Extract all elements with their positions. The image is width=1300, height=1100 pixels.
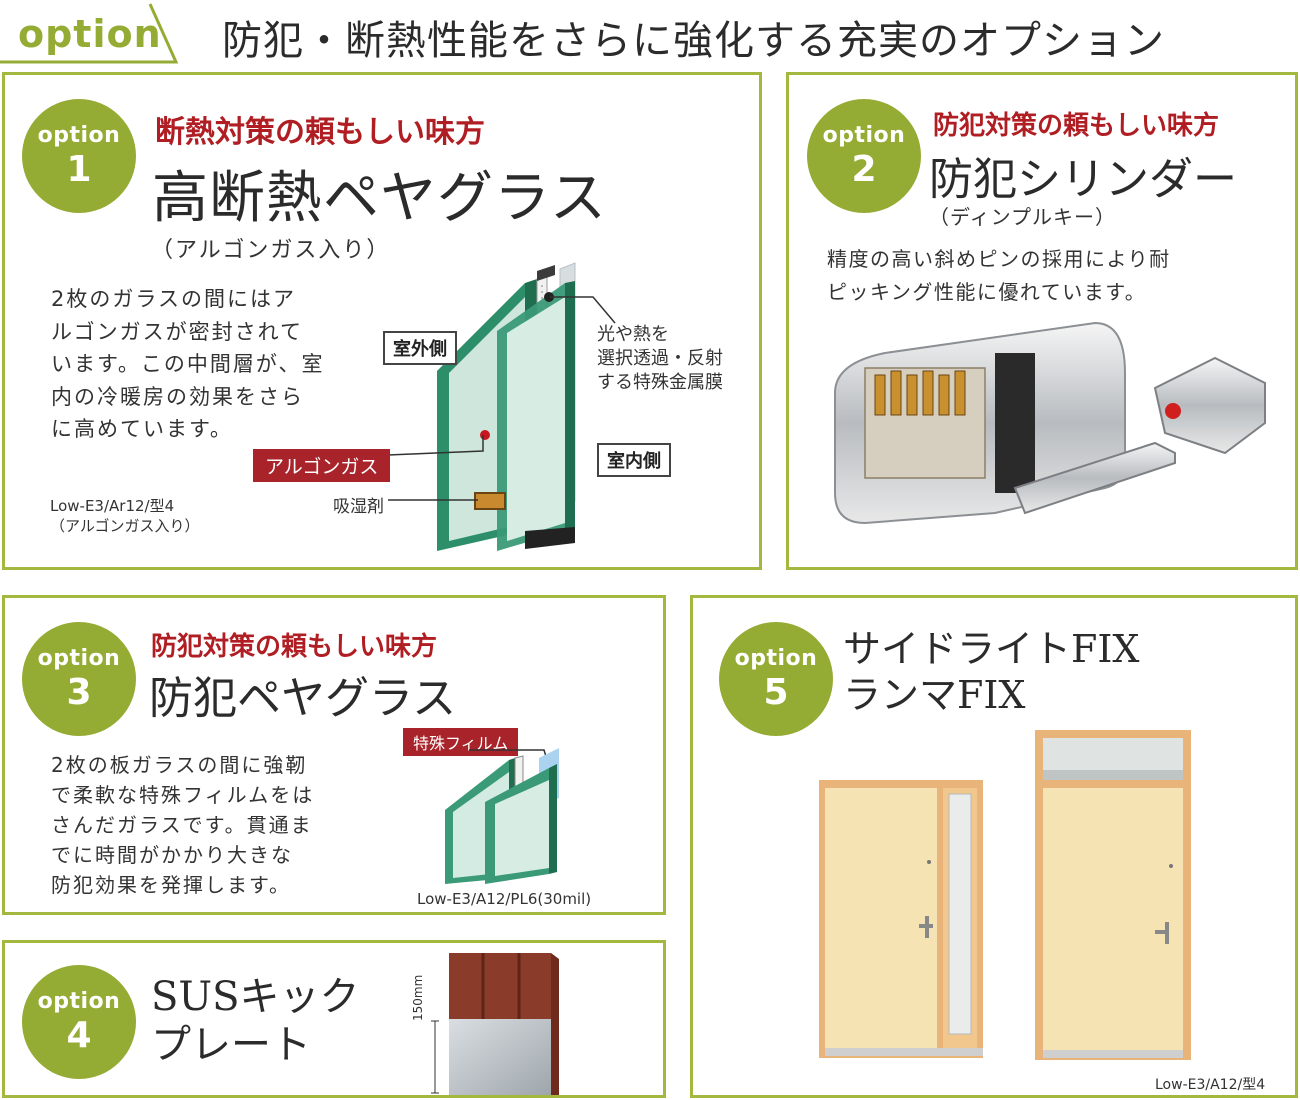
label-desiccant: 吸湿剤: [333, 497, 384, 517]
option-5-spec: Low-E3/A12/型4: [1155, 1077, 1266, 1093]
option-5-badge: option 5: [719, 622, 833, 736]
option-3-description-line: 防犯効果を発揮します。: [51, 873, 291, 897]
option-4-title: SUSキック プレート: [151, 973, 360, 1069]
dimple-key-cylinder-illustration: [834, 321, 1266, 525]
option-5-panel: option 5 サイドライトFIX ランマFIX Low-E3/A12/型4: [690, 595, 1298, 1098]
option-2-description-line: ピッキング性能に優れています。: [827, 280, 1147, 304]
option-3-title: 防犯ペヤグラス: [149, 673, 457, 724]
option-1-badge: option 1: [22, 99, 136, 213]
option-2-panel: option 2 防犯対策の頼もしい味方 防犯シリンダー （ディンプルキー） 精…: [786, 72, 1298, 570]
option-2-description: 精度の高い斜めピンの採用により耐 ピッキング性能に優れています。: [827, 243, 1171, 309]
label-special-film: 特殊フィルム: [403, 728, 519, 756]
option-1-leader-lines: [387, 296, 616, 501]
option-1-paren: （アルゴンガス入り）: [151, 238, 391, 263]
label-outside: 室外側: [383, 331, 457, 365]
option-1-panel: option 1 断熱対策の頼もしい味方 高断熱ペヤグラス （アルゴンガス入り）…: [2, 72, 762, 570]
option-4-title-line: SUSキック: [151, 974, 360, 1020]
option-3-description-line: で柔軟な特殊フィルムをは: [51, 783, 315, 807]
transom-fix-door-illustration: [1035, 730, 1191, 1060]
option-5-badge-word: option: [734, 646, 818, 671]
security-pair-glass-illustration: [445, 748, 559, 884]
option-3-subtitle: 防犯対策の頼もしい味方: [151, 632, 438, 662]
option-1-badge-number: 1: [66, 149, 92, 190]
option-4-badge-word: option: [37, 989, 121, 1014]
option-1-spec-line: Low-E3/Ar12/型4: [50, 497, 175, 515]
option-3-description-line: さんだガラスです。貫通ま: [51, 813, 313, 837]
option-4-badge-number: 4: [66, 1015, 92, 1056]
page-title: 防犯・断熱性能をさらに強化する充実のオプション: [222, 18, 1165, 64]
option-2-badge-word: option: [822, 123, 906, 148]
option-3-badge-number: 3: [66, 672, 92, 713]
option-3-badge-word: option: [37, 646, 121, 671]
kick-plate-illustration: [431, 953, 559, 1095]
pair-glass-illustration: [437, 262, 576, 551]
option-3-description-line: でに時間がかかり大きな: [51, 843, 293, 867]
option-1-subtitle: 断熱対策の頼もしい味方: [155, 115, 485, 150]
option-1-title: 高断熱ペヤグラス: [152, 166, 607, 231]
option-1-description-line: 内の冷暖房の効果をさら: [51, 384, 304, 409]
option-3-badge: option 3: [22, 622, 136, 736]
option-4-panel: option 4 SUSキック プレート 150mm: [2, 940, 666, 1098]
note-line: する特殊金属膜: [597, 372, 723, 393]
option-3-description-line: 2枚の板ガラスの間に強靭: [51, 753, 308, 777]
option-5-title: サイドライトFIX ランマFIX: [843, 626, 1139, 718]
option-4-badge: option 4: [22, 965, 136, 1079]
option-5-title-line: サイドライトFIX: [843, 627, 1140, 671]
option-1-spec-line: （アルゴンガス入り）: [50, 517, 200, 535]
option-2-title: 防犯シリンダー: [929, 154, 1237, 205]
label-argon-gas: アルゴンガス: [253, 449, 391, 482]
option-3-description: 2枚の板ガラスの間に強靭 で柔軟な特殊フィルムをは さんだガラスです。貫通ま で…: [51, 750, 314, 900]
note-special-metal-film: 光や熱を 選択透過・反射 する特殊金属膜: [597, 323, 723, 395]
option-1-badge-word: option: [37, 123, 121, 148]
option-1-description: 2枚のガラスの間にはア ルゴンガスが密封されて います。この中間層が、室 内の冷…: [51, 283, 324, 446]
header-tab-label: option: [18, 12, 162, 56]
option-2-paren: （ディンプルキー）: [929, 205, 1116, 229]
option-1-description-line: に高めています。: [51, 417, 233, 441]
note-line: 光や熱を: [597, 324, 669, 345]
header-tab-shape: [0, 3, 179, 64]
label-inside: 室内側: [597, 443, 671, 477]
sidelight-fix-door-illustration: [819, 780, 983, 1058]
option-3-spec: Low-E3/A12/PL6(30mil): [417, 890, 592, 908]
option-1-description-line: います。この中間層が、室: [51, 352, 325, 376]
option-2-badge: option 2: [807, 99, 921, 213]
option-1-spec: Low-E3/Ar12/型4 （アルゴンガス入り）: [50, 496, 200, 536]
option-5-badge-number: 5: [763, 672, 789, 713]
note-line: 選択透過・反射: [597, 348, 723, 369]
option-2-badge-number: 2: [851, 149, 877, 190]
option-2-subtitle: 防犯対策の頼もしい味方: [933, 111, 1220, 141]
option-3-panel: option 3 防犯対策の頼もしい味方 防犯ペヤグラス 2枚の板ガラスの間に強…: [2, 595, 666, 915]
kick-plate-dimension: 150mm: [411, 974, 425, 1021]
option-5-title-line: ランマFIX: [843, 673, 1026, 717]
option-1-description-line: 2枚のガラスの間にはア: [51, 287, 296, 311]
option-1-description-line: ルゴンガスが密封されて: [51, 319, 303, 344]
option-4-title-line: プレート: [151, 1022, 311, 1068]
option-2-description-line: 精度の高い斜めピンの採用により耐: [827, 247, 1171, 271]
